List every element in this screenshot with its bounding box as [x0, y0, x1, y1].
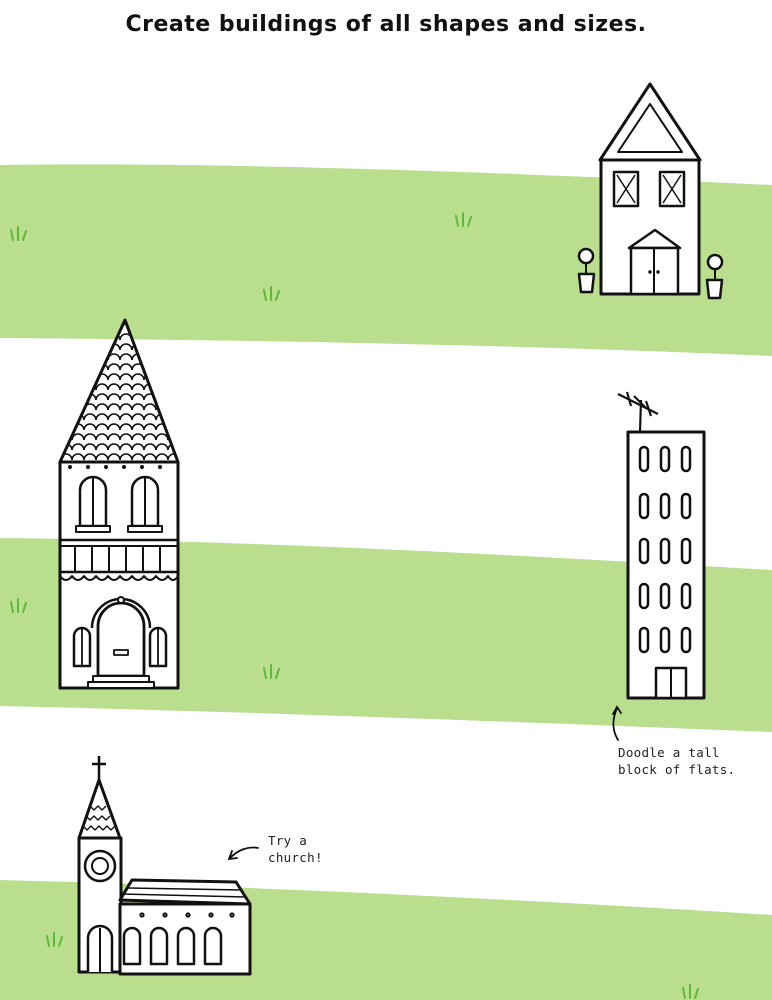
grass-tuft-icon [455, 212, 472, 227]
house-tall-ornate [58, 318, 180, 690]
grass-tufts [10, 212, 699, 999]
note-tower-block: Doodle a tall block of flats. [618, 745, 736, 777]
note-church: Try a church! [268, 833, 323, 865]
grass-band-2 [0, 538, 772, 732]
tower-block [617, 391, 706, 700]
grass-tuft-icon [10, 598, 27, 613]
grass-tuft-icon [46, 932, 63, 947]
church [77, 756, 252, 976]
grass-tuft-icon [263, 286, 280, 301]
arrow-icon [227, 846, 259, 861]
arrow-icon [612, 705, 622, 741]
page-title: Create buildings of all shapes and sizes… [125, 12, 647, 37]
house-small [577, 82, 724, 300]
grass-tuft-icon [263, 664, 280, 679]
grass-tuft-icon [682, 984, 699, 999]
grass-tuft-icon [10, 226, 27, 241]
grass-band-1 [0, 164, 772, 356]
